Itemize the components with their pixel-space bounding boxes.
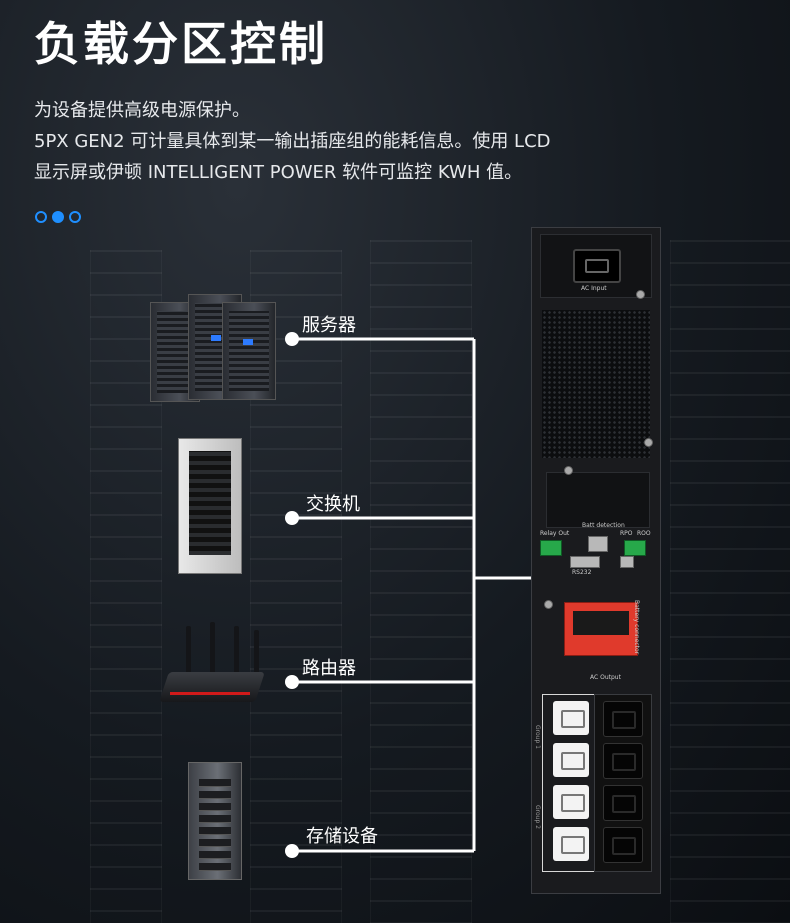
outlet-main-3[interactable] xyxy=(603,785,643,821)
communication-ports: Relay Out Batt detection RPO ROO RS232 xyxy=(540,522,652,577)
roo-label: ROO xyxy=(637,530,651,537)
description-line-1: 为设备提供高级电源保护。 xyxy=(34,100,250,121)
carousel-dot-2[interactable] xyxy=(52,211,64,223)
outlet-main-1[interactable] xyxy=(603,701,643,737)
batt-detection-label: Batt detection xyxy=(582,522,625,529)
screw xyxy=(564,466,573,475)
network-switch-icon xyxy=(178,438,248,576)
wifi-router-icon xyxy=(150,622,270,712)
outlet-g1-1[interactable] xyxy=(553,701,589,735)
usb-port[interactable] xyxy=(620,556,634,568)
outlet-main-4[interactable] xyxy=(603,827,643,863)
group1-label: Group 1 xyxy=(534,725,541,749)
description-line-3: 显示屏或伊顿 INTELLIGENT POWER 软件可监控 KWH 值。 xyxy=(34,162,523,183)
outlet-g1-2[interactable] xyxy=(553,743,589,777)
ac-input-panel: AC Input xyxy=(540,234,652,298)
node-dot-router xyxy=(285,675,299,689)
rpo-label: RPO xyxy=(620,530,633,537)
storage-tower-icon xyxy=(188,762,248,882)
node-dot-switch xyxy=(285,511,299,525)
relay-out-label: Relay Out xyxy=(540,530,570,537)
description: 为设备提供高级电源保护。 5PX GEN2 可计量具体到某一输出插座组的能耗信息… xyxy=(34,95,634,188)
batt-detection-port[interactable] xyxy=(588,536,608,552)
rpo-terminal[interactable] xyxy=(624,540,646,556)
screw xyxy=(644,438,653,447)
server-rack-icon xyxy=(150,290,280,405)
carousel-dot-1[interactable] xyxy=(35,211,47,223)
rs232-port[interactable] xyxy=(570,556,600,568)
ventilation-grille xyxy=(542,310,650,458)
ac-input-label: AC Input xyxy=(581,285,607,292)
relay-out-terminal[interactable] xyxy=(540,540,562,556)
page-title: 负载分区控制 xyxy=(34,17,328,71)
group2-label: Group 2 xyxy=(534,805,541,829)
ac-output-outlets: Group 1 Group 2 xyxy=(534,694,654,884)
carousel-dot-3[interactable] xyxy=(69,211,81,223)
outlet-g1-3[interactable] xyxy=(553,785,589,819)
ups-rear-panel: AC Input Relay Out Batt detection RPO RO… xyxy=(531,227,661,894)
battery-connector[interactable] xyxy=(564,602,638,656)
device-label-switch: 交换机 xyxy=(306,494,360,515)
device-label-router: 路由器 xyxy=(302,658,356,679)
node-dot-storage xyxy=(285,844,299,858)
outlet-group-1: Group 1 Group 2 xyxy=(534,694,596,872)
ac-input-socket xyxy=(573,249,621,283)
device-label-server: 服务器 xyxy=(302,315,356,336)
outlet-group-unswitched xyxy=(594,694,652,872)
device-label-storage: 存储设备 xyxy=(306,826,378,847)
blank-panel xyxy=(546,472,650,528)
screw xyxy=(544,600,553,609)
outlet-main-2[interactable] xyxy=(603,743,643,779)
battery-connector-label: Battery connector xyxy=(633,600,640,655)
screw xyxy=(636,290,645,299)
outlet-g1-4[interactable] xyxy=(553,827,589,861)
ac-output-label: AC Output xyxy=(590,674,621,681)
rs232-label: RS232 xyxy=(572,569,592,576)
carousel-indicator xyxy=(35,211,81,223)
description-line-2: 5PX GEN2 可计量具体到某一输出插座组的能耗信息。使用 LCD xyxy=(34,131,551,152)
node-dot-server xyxy=(285,332,299,346)
